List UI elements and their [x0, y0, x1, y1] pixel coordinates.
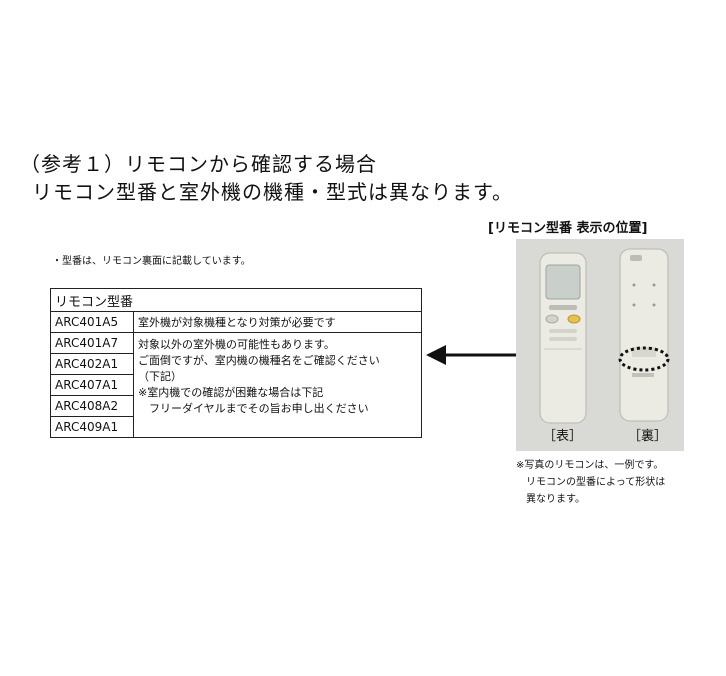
model-description-multi: 対象以外の室外機の可能性もあります。 ご面倒ですが、室内機の機種名をご確認くださ… [133, 332, 422, 438]
model-code: ARC401A7 [50, 332, 134, 354]
front-label: ［表］ [543, 429, 583, 444]
table-row: ARC401A7 対象以外の室外機の可能性もあります。 ご面倒ですが、室内機の機… [50, 332, 422, 438]
heading-line-2: リモコン型番と室外機の機種・型式は異なります。 [32, 180, 513, 204]
model-code: ARC401A5 [50, 311, 134, 333]
table-row: ARC401A5 室外機が対象機種となり対策が必要です [50, 311, 422, 333]
table-header-row: リモコン型番 [50, 288, 422, 312]
description-line: ご面倒ですが、室内機の機種名をご確認ください [138, 354, 380, 367]
description-line: ※室内機での確認が困難な場合は下記 [138, 386, 324, 399]
caption-line: リモコンの型番によって形状は [516, 477, 666, 488]
table-header: リモコン型番 [50, 288, 422, 312]
remote-model-table: リモコン型番 ARC401A5 室外機が対象機種となり対策が必要です ARC40… [50, 288, 422, 438]
model-location-note: ・型番は、リモコン裏面に記載しています。 [52, 256, 251, 267]
remote-front-icon [539, 252, 587, 424]
table-row: ARC409A1 [50, 416, 422, 438]
back-label: ［裏］ [628, 429, 668, 444]
description-line: フリーダイヤルまでその旨お申し出ください [138, 402, 369, 415]
remote-position-title: [リモコン型番 表示の位置] [488, 221, 648, 236]
description-line: （下記） [138, 370, 182, 383]
remote-illustration [539, 248, 670, 424]
caption-line: ※写真のリモコンは、一例です。 [516, 460, 664, 471]
heading-line-1: （参考１）リモコンから確認する場合 [20, 152, 377, 176]
table-row: ARC402A1 [50, 353, 422, 375]
model-code: ARC408A2 [50, 395, 134, 417]
photo-caption: ※写真のリモコンは、一例です。 リモコンの型番によって形状は 異なります。 [516, 457, 665, 508]
remote-back-icon [618, 248, 670, 422]
caption-line: 異なります。 [516, 494, 585, 505]
model-code: ARC409A1 [50, 416, 134, 438]
model-code: ARC402A1 [50, 353, 134, 375]
remote-photo [516, 239, 684, 451]
model-description: 室外機が対象機種となり対策が必要です [133, 311, 422, 333]
description-line: 対象以外の室外機の可能性もあります。 [138, 338, 335, 351]
model-code: ARC407A1 [50, 374, 134, 396]
